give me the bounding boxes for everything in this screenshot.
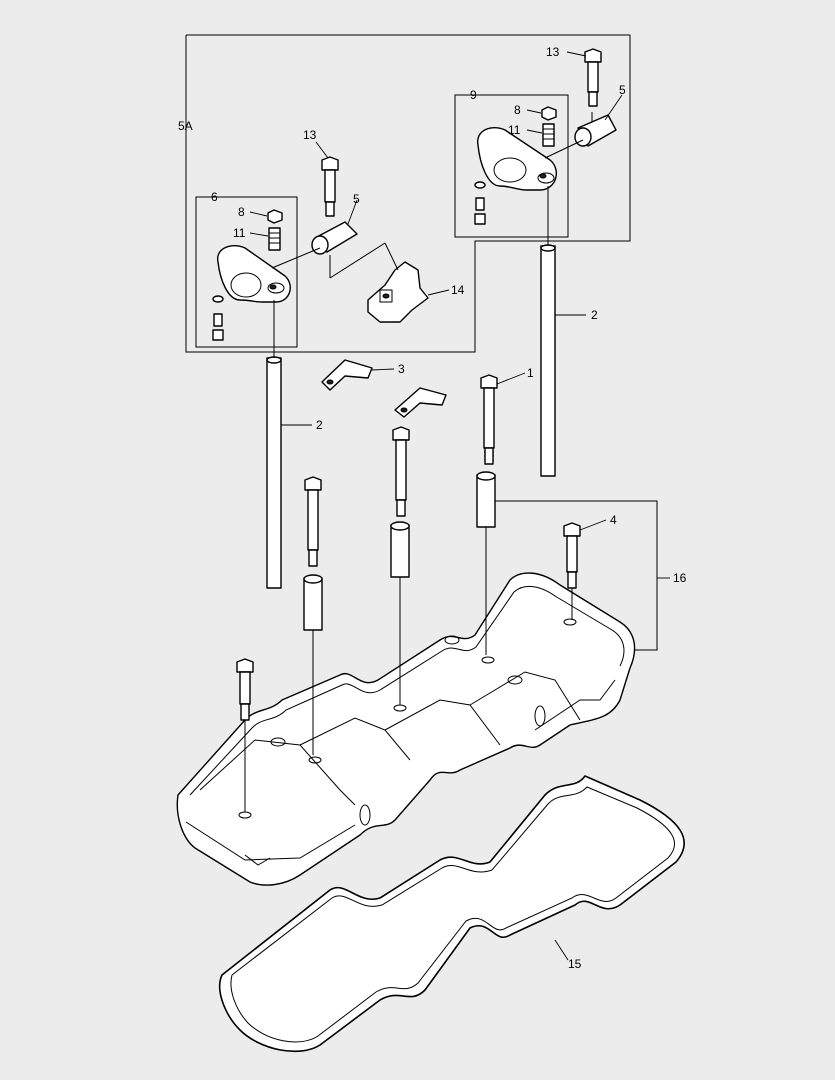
callout-2-right: 2 — [591, 308, 598, 322]
bolt-middle — [392, 426, 410, 517]
group-box-9 — [454, 94, 569, 238]
rocker-arm-6 — [217, 244, 291, 303]
bolt-13-top — [584, 48, 602, 107]
bolt-left — [304, 476, 322, 567]
nut-8-top — [541, 106, 557, 121]
callout-5a: 5A — [178, 119, 193, 133]
callout-8-top: 8 — [514, 103, 521, 117]
push-rod-right — [540, 244, 556, 477]
small-parts-6 — [212, 295, 224, 341]
callout-5-mid: 5 — [353, 192, 360, 206]
callout-11-mid: 11 — [233, 226, 246, 240]
group-bracket-16 — [495, 500, 658, 651]
callout-11-top: 11 — [508, 123, 521, 137]
callout-labels: 13 5 9 8 11 5A 13 6 8 11 5 14 2 3 1 2 4 … — [178, 45, 687, 971]
push-rod-left — [266, 356, 282, 589]
support-bracket-14 — [367, 261, 429, 323]
callout-13-top: 13 — [546, 45, 560, 59]
retainer-clip-3-upper — [321, 359, 373, 391]
callout-14: 14 — [451, 283, 465, 297]
callout-4: 4 — [610, 513, 617, 527]
callout-5-top: 5 — [619, 83, 626, 97]
valve-cover-gasket — [218, 775, 685, 1053]
callout-9: 9 — [470, 88, 477, 102]
rocker-shaft-5-mid — [311, 221, 358, 255]
retainer-clip-3-lower — [394, 387, 447, 418]
callout-3: 3 — [398, 362, 405, 376]
group-box-5a — [185, 34, 631, 353]
callout-16: 16 — [673, 571, 687, 585]
callout-1: 1 — [527, 366, 534, 380]
sleeve-right — [476, 471, 496, 528]
rocker-arm-9 — [477, 127, 558, 191]
valve-cover — [176, 572, 636, 886]
sleeve-middle — [390, 521, 410, 578]
bolt-13-mid — [321, 156, 339, 217]
stud-11-top — [542, 123, 555, 147]
bolt-front — [236, 658, 254, 721]
callout-2-left: 2 — [316, 418, 323, 432]
nut-8-mid — [267, 209, 283, 224]
bolt-1 — [480, 374, 498, 465]
bolt-4 — [563, 522, 581, 589]
callout-6: 6 — [211, 190, 218, 204]
callout-13-mid: 13 — [303, 128, 317, 142]
sleeve-left — [303, 574, 323, 631]
group-box-6 — [195, 196, 298, 348]
small-parts-9 — [474, 181, 486, 225]
callout-8-mid: 8 — [238, 205, 245, 219]
leader-lines — [244, 51, 670, 961]
stud-11-mid — [268, 227, 281, 251]
callout-15: 15 — [568, 957, 582, 971]
